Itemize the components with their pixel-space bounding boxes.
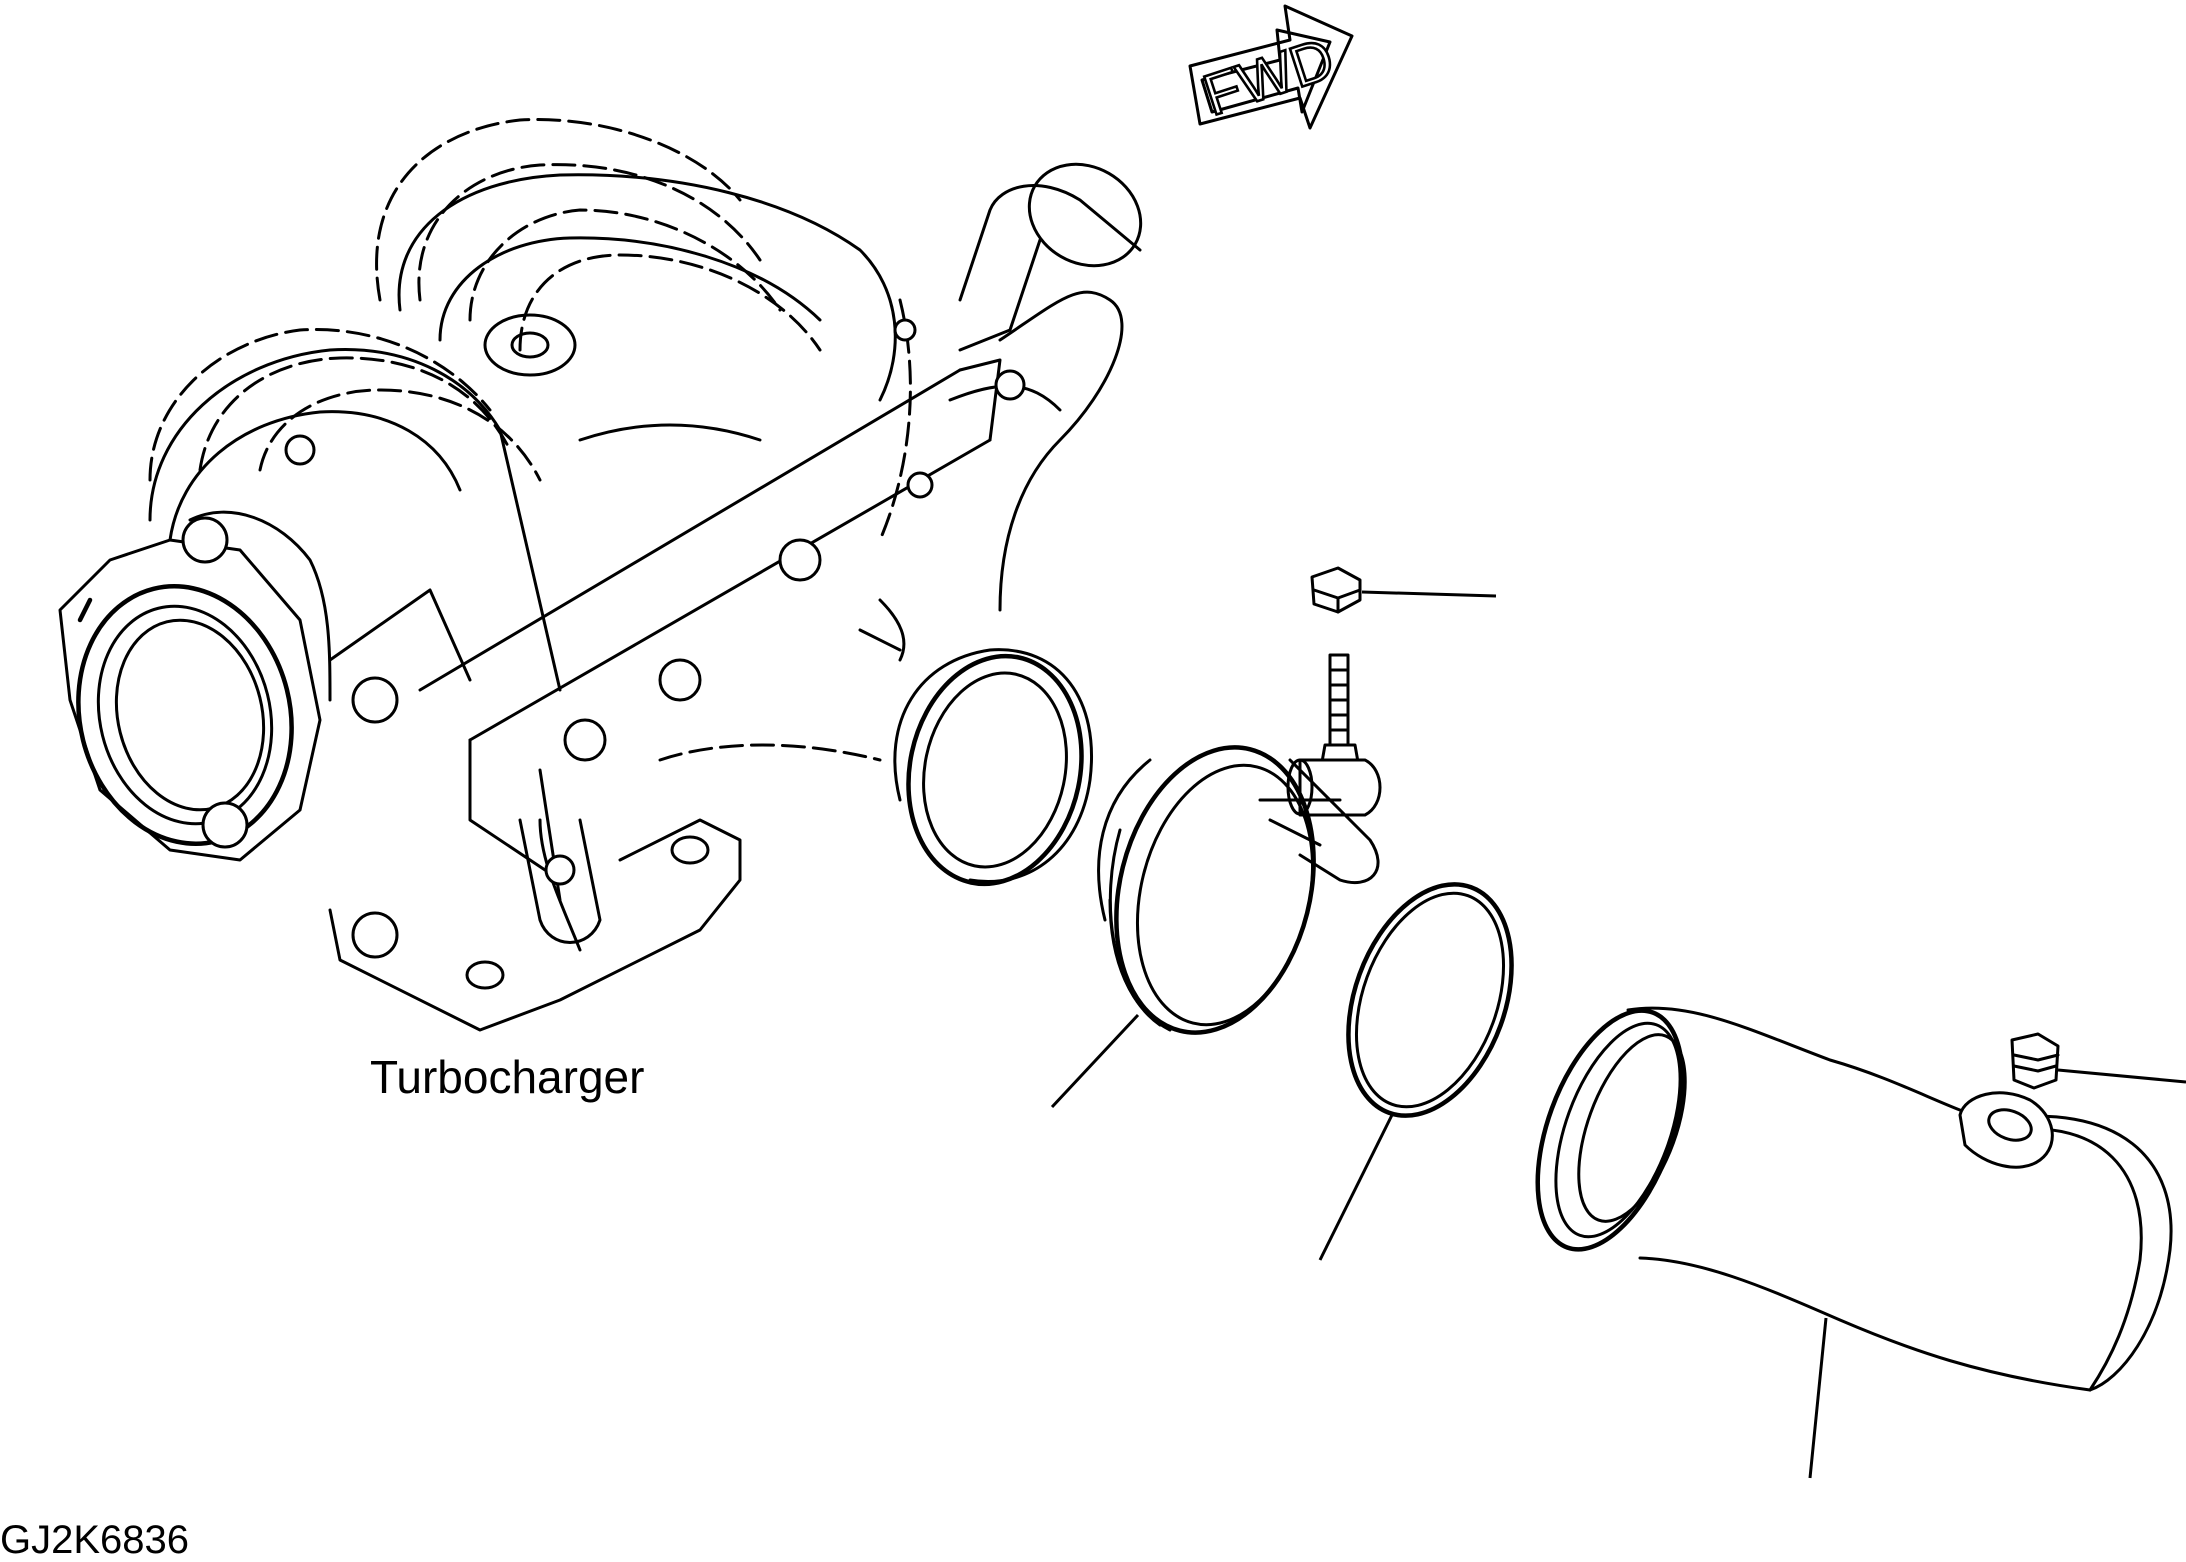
turbocharger-assembly <box>58 118 1143 1032</box>
v-band-clamp <box>1050 653 1382 1109</box>
clamp-leader-line <box>1050 1013 1140 1109</box>
outlet-elbow-pipe <box>1535 1006 2173 1479</box>
turbocharger-label: Turbocharger <box>370 1051 645 1103</box>
nut-leader-line <box>1361 590 1497 598</box>
plug-leader-line <box>2057 1068 2186 1084</box>
o-ring <box>1318 882 1514 1261</box>
fwd-text: FWD <box>1196 26 1342 129</box>
o-ring-leader-line <box>1318 1114 1394 1261</box>
pipe-leader-line <box>1808 1317 1828 1479</box>
figure-code: GJ2K6836 <box>0 1518 190 1562</box>
hex-nut <box>1310 566 1497 614</box>
sensor-plug <box>2010 1032 2186 1090</box>
fwd-direction-arrow: FWD <box>1188 4 1354 130</box>
